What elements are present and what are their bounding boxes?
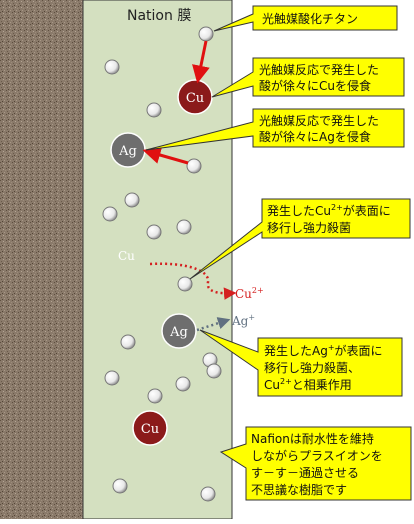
callout-ag-corrosion: 光触媒反応で発生した 酸が徐々にAgを侵食 bbox=[145, 108, 405, 151]
tio2-particle bbox=[198, 26, 214, 42]
callout-tio2: 光触媒酸化チタン bbox=[213, 5, 398, 32]
ag-particle-label: Ag bbox=[118, 144, 137, 159]
callout-cu-line-1: 光触媒反応で発生した bbox=[259, 63, 379, 77]
ag-ion-label: Ag+ bbox=[231, 313, 255, 328]
tio2-particle bbox=[147, 388, 163, 404]
corrosion-arrow-ag bbox=[142, 146, 189, 165]
callout-nafion: Nafionは耐水性を維持 しながらプラスイオンを す－す－通過させる 不思議な… bbox=[219, 426, 412, 501]
tio2-particle bbox=[186, 158, 202, 174]
tio2-particle bbox=[175, 376, 191, 392]
ag-particle-label: Ag bbox=[169, 325, 188, 340]
callout-nafion-line-3: す－す－通過させる bbox=[251, 466, 359, 480]
callout-cu-ion: 発生したCu2+が表面に 移行し強力殺菌 bbox=[189, 198, 411, 280]
tio2-particle bbox=[146, 224, 162, 240]
callout-nafion-line-2: しながらプラスイオンを bbox=[251, 448, 383, 463]
tio2-particle bbox=[177, 276, 193, 292]
ag-ion-path bbox=[196, 317, 231, 332]
cu-particle-label: Cu bbox=[186, 91, 204, 106]
callout-tio2-text: 光触媒酸化チタン bbox=[262, 11, 358, 26]
tio2-particles bbox=[102, 26, 222, 502]
cu-particle-label: Cu bbox=[141, 422, 159, 437]
callout-ag-line-2: 酸が徐々にAgを侵食 bbox=[259, 129, 371, 144]
callout-cu-line-2: 酸が徐々にCuを侵食 bbox=[259, 78, 371, 93]
tio2-particle bbox=[102, 206, 118, 222]
tio2-particle bbox=[176, 219, 192, 235]
callout-ag-line-1: 光触媒反応で発生した bbox=[259, 114, 379, 128]
membrane-title: Nation 膜 bbox=[127, 8, 191, 24]
tio2-particle bbox=[124, 192, 140, 208]
callout-ag-ion-line-1: 発生したAg+が表面に bbox=[264, 343, 383, 358]
ag-particle-top: Ag bbox=[110, 132, 146, 168]
tio2-particle bbox=[146, 102, 162, 118]
callout-ag-ion-line-3: Cu2+と相乗作用 bbox=[264, 377, 352, 392]
cu-ion-label: Cu2+ bbox=[235, 286, 264, 301]
tio2-particle bbox=[206, 363, 222, 379]
callout-cu-ion-line-1: 発生したCu2+が表面に bbox=[267, 203, 391, 218]
tio2-particle bbox=[104, 370, 120, 386]
callout-ag-ion-line-2: 移行し強力殺菌、 bbox=[264, 361, 360, 375]
callout-ag-ion: 発生したAg+が表面に 移行し強力殺菌、 Cu2+と相乗作用 bbox=[199, 329, 403, 397]
cu-particle-top: Cu bbox=[177, 79, 213, 115]
tio2-particle bbox=[120, 334, 136, 350]
free-cu-label: Cu bbox=[118, 249, 135, 263]
corrosion-arrow-cu bbox=[192, 40, 210, 84]
tio2-particle bbox=[200, 486, 216, 502]
tio2-particle bbox=[104, 59, 120, 75]
cu-ion-path bbox=[149, 262, 237, 300]
callout-cu-ion-line-2: 移行し強力殺菌 bbox=[267, 221, 351, 235]
callout-nafion-line-4: 不思議な樹脂です bbox=[251, 482, 347, 497]
tio2-particle bbox=[112, 478, 128, 494]
callout-cu-corrosion: 光触媒反応で発生した 酸が徐々にCuを侵食 bbox=[211, 57, 405, 98]
callout-nafion-line-1: Nafionは耐水性を維持 bbox=[251, 431, 374, 446]
cu-particle-bottom: Cu bbox=[132, 410, 168, 446]
substrate-layer bbox=[0, 0, 83, 519]
ag-particle-bottom: Ag bbox=[161, 313, 197, 349]
